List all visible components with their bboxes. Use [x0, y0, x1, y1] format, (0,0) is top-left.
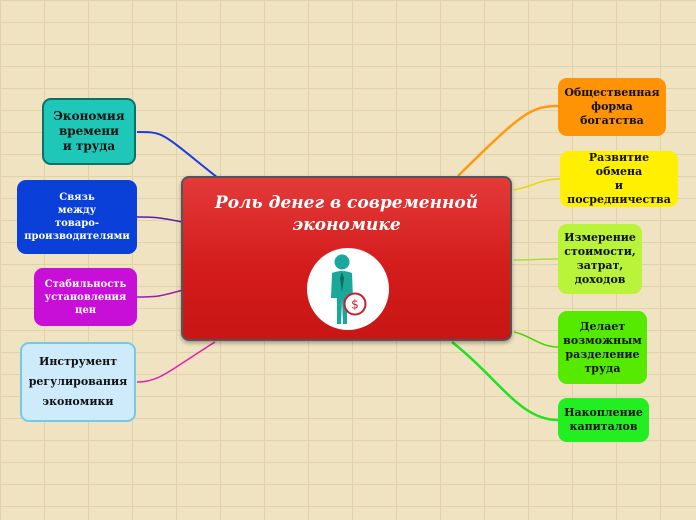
node-price-stability[interactable]: Стабильность установления цен: [34, 268, 137, 326]
node-label: Развитие обмена и посредничества: [567, 151, 671, 206]
connector-izm: [513, 258, 559, 261]
central-topic-title: Роль денег в современной экономике: [214, 193, 479, 235]
connector-stab: [136, 289, 184, 298]
node-exchange-development[interactable]: Развитие обмена и посредничества: [560, 151, 678, 207]
node-label: Экономия времени и труда: [53, 109, 125, 153]
central-topic[interactable]: Роль денег в современной экономике $: [181, 176, 512, 341]
node-label: Стабильность установления цен: [44, 278, 127, 316]
connector-link: [136, 216, 184, 223]
connector-del: [513, 331, 559, 348]
node-economy-time-labor[interactable]: Экономия времени и труда: [42, 98, 136, 165]
node-label: Делает возможным разделение труда: [563, 319, 642, 375]
node-producers-link[interactable]: Связь между товаро- производителями: [17, 180, 137, 254]
node-label: Инструмент регулирования экономики: [28, 355, 128, 408]
node-label: Общественная форма богатства: [564, 86, 660, 127]
node-labor-division[interactable]: Делает возможным разделение труда: [558, 311, 647, 384]
node-economy-regulation[interactable]: Инструмент регулирования экономики: [20, 342, 136, 422]
node-label: Накопление капиталов: [564, 406, 643, 433]
node-capital-accumulation[interactable]: Накопление капиталов: [558, 398, 649, 442]
connector-econ: [136, 131, 219, 179]
node-social-wealth[interactable]: Общественная форма богатства: [558, 78, 666, 136]
node-value-measurement[interactable]: Измерение стоимости, затрат, доходов: [558, 224, 642, 294]
connector-obsh: [457, 104, 559, 177]
svg-text:$: $: [351, 298, 359, 312]
connector-nak: [451, 341, 559, 422]
connector-razv: [513, 178, 561, 191]
node-label: Измерение стоимости, затрат, доходов: [564, 231, 636, 286]
connector-instr: [136, 341, 216, 383]
node-label: Связь между товаро- производителями: [24, 192, 130, 242]
businessman-dollar-icon: $: [307, 248, 389, 330]
